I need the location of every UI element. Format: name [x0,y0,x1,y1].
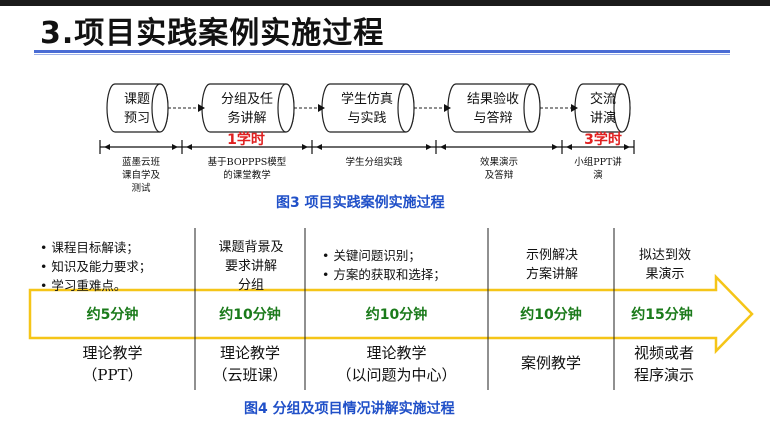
bottom-4-line1: 案例教学 [520,354,581,372]
bottom-3-line2: （以问题为中心） [336,366,457,384]
page-title: 3.项目实践案例实施过程 [40,16,385,51]
bottom-5-line2: 程序演示 [633,366,694,384]
fig4-caption: 图4 分组及项目情况讲解实施过程 [244,401,455,417]
col3-bullet-2: 方案的获取和选择； [322,265,446,284]
scroll-step-3: 学生仿真 与实践 [321,83,415,133]
col1-bullet-1: 课程目标解读； [40,238,151,257]
bottom-1: 理论教学 （PPT） [30,342,195,386]
step-1-line2: 预习 [124,111,150,126]
label-4-line2: 及答辩 [485,169,514,181]
bottom-3-line1: 理论教学 [366,344,427,362]
col2-line1: 课题背景及 [218,240,284,255]
col5-line2: 果演示 [645,267,685,282]
title-underline-thin [34,54,730,55]
col5-top: 拟达到效 果演示 [615,246,715,284]
col1-bullets: 课程目标解读； 知识及能力要求； 学习重难点。 [40,238,151,295]
step-5-line1: 交流 [590,91,616,107]
step-1-line1: 课题 [124,92,150,107]
step-3-line2: 与实践 [347,111,386,126]
top-bar [0,0,770,6]
step-2-line1: 分组及任 [221,92,273,107]
col3-bullet-1: 关键问题识别； [322,246,446,265]
step-3-line1: 学生仿真 [341,91,393,107]
step-5-line2: 讲演 [590,110,616,126]
col5-line1: 拟达到效 [638,248,691,263]
bottom-3: 理论教学 （以问题为中心） [305,342,488,386]
col2-line2: 要求讲解 [224,259,277,274]
time-5: 约15分钟 [631,307,693,323]
col4-line1: 示例解决 [525,248,578,263]
hours-label-1: 1学时 [227,131,265,148]
title-underline [34,50,730,53]
label-2-line2: 的课堂教学 [223,169,271,181]
bottom-5-line1: 视频或者 [633,344,694,362]
bottom-1-line2: （PPT） [82,366,143,384]
col1-bullet-3: 学习重难点。 [40,276,151,295]
col3-bullets: 关键问题识别； 方案的获取和选择； [322,246,446,284]
col2-line3: 分组 [237,278,264,293]
label-5-line1: 小组PPT讲 [574,156,622,168]
bottom-5: 视频或者 程序演示 [614,342,714,386]
bottom-4: 案例教学 [488,352,614,374]
time-3: 约10分钟 [365,307,428,323]
label-3-line1: 学生分组实践 [345,156,403,168]
bottom-1-line1: 理论教学 [82,344,143,362]
step-2-line2: 务讲解 [227,110,266,126]
label-5-line2: 演 [593,169,603,181]
step-4-line2: 与答辩 [473,110,512,126]
time-2: 约10分钟 [219,307,281,323]
timeline-arrowheads [104,144,630,150]
bottom-2: 理论教学 （云班课） [195,342,305,386]
scroll-step-4: 结果验收 与答辩 [447,83,541,133]
label-4-line1: 效果演示 [480,156,518,168]
step-4-line1: 结果验收 [467,91,519,107]
col4-top: 示例解决 方案讲解 [490,246,614,284]
scroll-step-2: 分组及任 务讲解 [201,83,295,133]
time-1: 约5分钟 [86,307,139,323]
col2-top: 课题背景及 要求讲解 分组 [196,238,306,295]
label-1-line1: 蓝墨云班 [122,156,161,168]
col4-line2: 方案讲解 [525,267,578,282]
col1-bullet-2: 知识及能力要求； [40,257,151,276]
hours-label-2: 3学时 [584,131,622,148]
fig3-caption: 图3 项目实践案例实施过程 [276,195,445,211]
label-1-line3: 测试 [131,182,151,194]
label-2-line1: 基于BOPPPS模型 [208,156,287,168]
time-4: 约10分钟 [520,307,582,323]
scroll-step-5: 交流 讲演 [574,83,631,133]
scroll-step-1: 课题 预习 [106,83,169,133]
bottom-2-line1: 理论教学 [219,344,280,362]
bottom-2-line2: （云班课） [212,366,288,384]
label-1-line2: 课自学及 [122,169,161,181]
